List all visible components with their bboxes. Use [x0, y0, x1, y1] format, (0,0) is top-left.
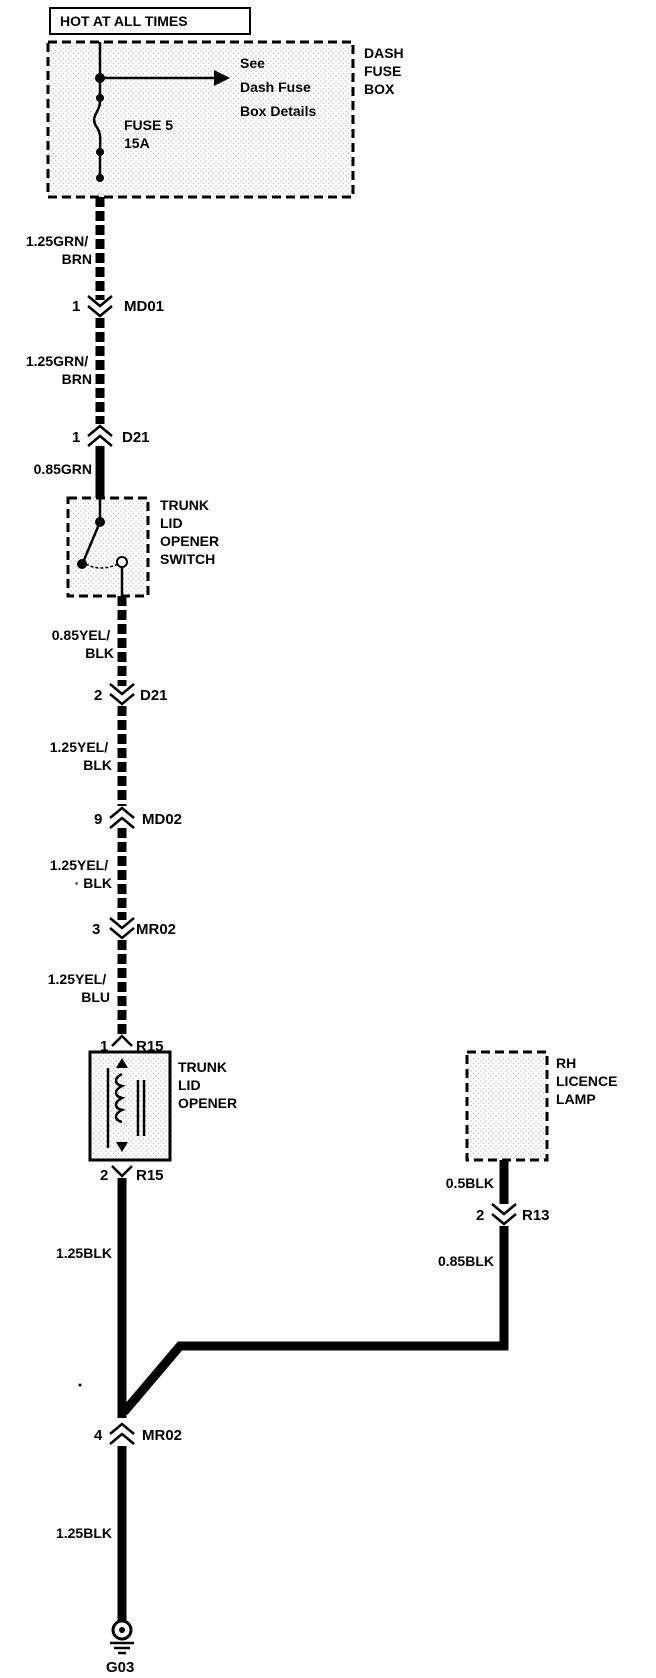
connector-d21-top: 1 D21 — [72, 424, 150, 447]
wire-label: 0.85BLK — [438, 1253, 494, 1269]
svg-text:MR02: MR02 — [136, 921, 176, 938]
solenoid-coil-icon — [114, 1072, 126, 1124]
svg-text:1: 1 — [72, 429, 80, 446]
trunk-lid-opener: TRUNK LID OPENER — [88, 1050, 237, 1162]
svg-text:MD02: MD02 — [142, 811, 182, 828]
svg-text:R13: R13 — [522, 1207, 550, 1224]
svg-text:2: 2 — [476, 1207, 484, 1224]
opener-label: TRUNK LID OPENER — [178, 1059, 237, 1111]
wire-label: 0.85GRN — [34, 461, 92, 477]
wire-label: 0.85YEL/ BLK — [52, 627, 114, 661]
wire-segment — [120, 1226, 509, 1415]
svg-text:R15: R15 — [136, 1167, 164, 1184]
wire-label: 1.25BLK — [56, 1245, 112, 1261]
connector-r13: 2 R13 — [476, 1203, 550, 1226]
connector-r15-bottom: 2 R15 — [100, 1165, 164, 1184]
svg-text:D21: D21 — [140, 687, 168, 704]
switch-contact-icon — [82, 521, 102, 561]
fuse-box-note: See Dash Fuse Box Details — [240, 55, 316, 119]
ground-label: G03 — [106, 1659, 134, 1676]
connector-mr02-top: 3 MR02 — [92, 917, 176, 940]
lamp-label: RH LICENCE LAMP — [556, 1055, 621, 1107]
ground-symbol-icon — [110, 1641, 134, 1655]
rh-licence-lamp: RH LICENCE LAMP — [465, 1050, 621, 1162]
svg-text:9: 9 — [94, 811, 102, 828]
wire-label: 1.25BLK — [56, 1525, 112, 1541]
svg-text:2: 2 — [94, 687, 102, 704]
connector-d21-bottom: 2 D21 — [94, 683, 168, 706]
svg-text:D21: D21 — [122, 429, 150, 446]
trunk-lid-opener-switch: TRUNK LID OPENER SWITCH — [66, 496, 223, 598]
svg-text:4: 4 — [94, 1427, 103, 1444]
svg-text:1: 1 — [100, 1038, 108, 1055]
wire-label: 1.25YEL/ · BLK — [50, 857, 112, 891]
svg-text:1: 1 — [72, 298, 80, 315]
ground-g03: G03 — [106, 1619, 134, 1676]
wire-label: 1.25YEL/ BLU — [48, 971, 110, 1005]
svg-text:MR02: MR02 — [142, 1427, 182, 1444]
dash-fuse-box: See Dash Fuse Box Details FUSE 5 15A DAS… — [46, 40, 408, 199]
svg-text:3: 3 — [92, 921, 100, 938]
arrow-right-icon — [214, 70, 230, 86]
wire-label: 0.5BLK — [446, 1175, 494, 1191]
fuse-box-name: DASH FUSE BOX — [364, 45, 408, 97]
connector-md01: 1 MD01 — [72, 295, 164, 318]
svg-text:2: 2 — [100, 1167, 108, 1184]
fuse-label: FUSE 5 15A — [124, 117, 177, 151]
svg-text:MD01: MD01 — [124, 298, 164, 315]
power-source-label: HOT AT ALL TIMES — [60, 13, 188, 29]
connector-mr02-bottom: 4 MR02 — [94, 1422, 182, 1445]
wire-label: 1.25GRN/ BRN — [26, 233, 92, 267]
fuse-icon — [92, 101, 102, 151]
connector-md02: 9 MD02 — [94, 806, 182, 829]
wire-label: 1.25GRN/ BRN — [26, 353, 92, 387]
wire-label: 1.25YEL/ BLK — [50, 739, 112, 773]
switch-label: TRUNK LID OPENER SWITCH — [160, 497, 223, 567]
power-source-header: HOT AT ALL TIMES — [49, 7, 251, 35]
